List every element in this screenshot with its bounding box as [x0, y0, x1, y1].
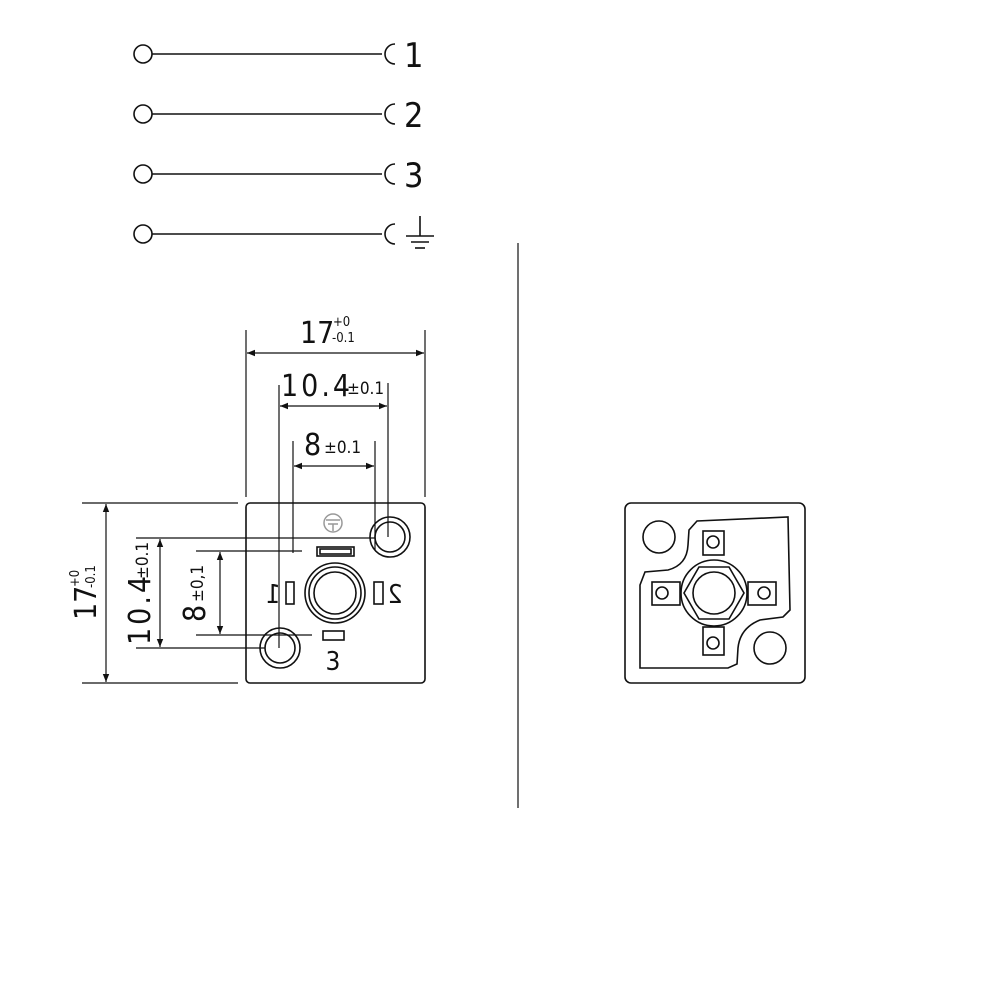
- mounting-hole: [369, 516, 411, 558]
- svg-text:±0.1: ±0.1: [133, 542, 153, 579]
- rear-view: [624, 502, 806, 684]
- svg-text:-0.1: -0.1: [332, 331, 355, 346]
- socket-arc: [384, 163, 396, 185]
- pin-label-3: 3: [326, 647, 341, 677]
- terminal-circle: [133, 104, 153, 124]
- svg-text:17: 17: [69, 586, 104, 620]
- terminal-row-2: 2: [133, 96, 423, 136]
- mounting-hole: [642, 520, 676, 554]
- housing-outline: [245, 502, 426, 684]
- dim-height: 17 +0 -0.1: [68, 502, 238, 684]
- terminal-label: 2: [404, 96, 423, 136]
- svg-text:17: 17: [300, 316, 334, 351]
- dim-hole-spacing-h: 10.4 ±0.1: [278, 369, 389, 648]
- center-socket: [304, 562, 366, 624]
- terminal-circle: [133, 164, 153, 184]
- terminal-row-3: 3: [133, 156, 423, 196]
- svg-text:±0,1: ±0,1: [188, 565, 208, 602]
- terminal-row-ground: [133, 216, 434, 249]
- svg-text:8: 8: [178, 605, 213, 622]
- socket-arc: [384, 43, 396, 65]
- svg-text:±0.1: ±0.1: [324, 438, 361, 458]
- socket-arc: [384, 223, 396, 245]
- ground-mark-icon: [323, 513, 343, 533]
- dim-width: 17 +0 -0.1: [245, 315, 426, 497]
- terminal-label: 3: [404, 156, 423, 196]
- socket-arc: [384, 103, 396, 125]
- terminal-circle: [133, 44, 153, 64]
- svg-text:+0: +0: [68, 570, 83, 587]
- hex-nut-icon: [683, 566, 745, 620]
- ground-pin-slot: [316, 546, 355, 557]
- terminal-label: 1: [404, 36, 423, 76]
- dim-pin-spacing-h: 8 ±0.1: [292, 428, 376, 553]
- terminal-pad-bottom: [702, 626, 725, 656]
- terminal-pad-top: [702, 530, 725, 556]
- mounting-hole: [753, 631, 787, 665]
- insert-outline: [639, 516, 791, 669]
- svg-text:-0.1: -0.1: [84, 565, 99, 588]
- svg-text:8: 8: [304, 428, 321, 463]
- pin-label-2: 2: [388, 580, 403, 610]
- svg-text:+0: +0: [333, 315, 350, 330]
- svg-text:10.4: 10.4: [123, 573, 158, 645]
- pin-slot-2: [373, 581, 384, 605]
- mounting-hole: [259, 627, 301, 669]
- svg-text:10.4: 10.4: [281, 369, 353, 404]
- pin-slot-1: [285, 581, 295, 605]
- ground-icon: [406, 216, 434, 249]
- pin-slot-3: [322, 630, 345, 641]
- terminal-row-1: 1: [133, 36, 423, 76]
- terminal-circle: [133, 224, 153, 244]
- front-view: 1 2 3 17 +0 -0.1 10.4 ±0.1: [68, 315, 426, 684]
- wiring-diagram: 1 2 3: [133, 36, 434, 249]
- housing-outline: [624, 502, 806, 684]
- center-nut: [680, 559, 748, 627]
- dim-pin-spacing-v: 8 ±0,1: [178, 550, 312, 636]
- terminal-pad-right: [747, 581, 777, 606]
- svg-text:±0.1: ±0.1: [347, 379, 384, 399]
- pin-label-1: 1: [266, 580, 281, 610]
- terminal-pad-left: [651, 581, 681, 606]
- dim-hole-spacing-v: 10.4 ±0.1: [123, 537, 375, 649]
